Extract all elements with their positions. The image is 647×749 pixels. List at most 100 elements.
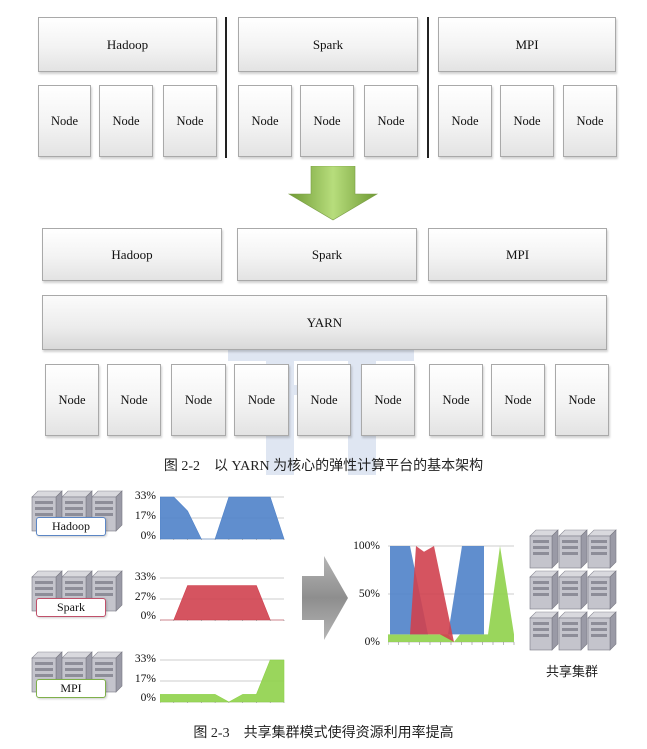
node-box: Node [555, 364, 609, 436]
tick-label: 0% [140, 692, 156, 704]
server-side [609, 529, 617, 569]
server-slot [95, 662, 113, 665]
server-slot [95, 581, 113, 584]
tick-label: 27% [134, 591, 156, 603]
node-box: Node [171, 364, 226, 436]
node-box: Node [297, 364, 351, 436]
node-label: Node [374, 392, 402, 407]
server-slot [562, 581, 578, 584]
node-box: Node [563, 85, 617, 157]
node-label: Node [313, 113, 341, 128]
server-slot [533, 634, 549, 637]
hadoop-area [448, 546, 484, 635]
server-slot [562, 628, 578, 631]
server-slot [533, 628, 549, 631]
cluster-server-icon [529, 529, 617, 651]
framework-label: Spark [311, 246, 343, 262]
usage-area [160, 585, 284, 621]
node-box: Node [234, 364, 289, 436]
right-arrow-icon [302, 556, 348, 640]
usage-area [160, 496, 285, 540]
node-label: Node [576, 113, 604, 128]
node-box: Node [107, 364, 161, 436]
server-slot [35, 513, 53, 516]
node-label: Node [251, 113, 279, 128]
server-slot [65, 668, 83, 671]
node-box: Node [438, 85, 492, 157]
framework-label: Hadoop [106, 36, 149, 52]
node-box: Node [500, 85, 554, 157]
server-unit [529, 529, 559, 569]
server-slot [65, 581, 83, 584]
node-box: Node [99, 85, 153, 157]
server-slot [95, 501, 113, 504]
shared-cluster-label: 共享集群 [546, 664, 599, 679]
tick-label: 33% [134, 490, 156, 502]
figure-caption-2-3: 图 2-3 共享集群模式使得资源利用率提高 [193, 726, 454, 741]
tick-label: 0% [364, 636, 380, 648]
mpi-area [388, 546, 514, 642]
server-unit [587, 611, 617, 651]
server-side [580, 611, 588, 651]
framework-label: MPI [505, 246, 530, 262]
separator-line [225, 17, 227, 158]
server-slot [591, 581, 607, 584]
server-slot [35, 581, 53, 584]
server-slot [533, 540, 549, 543]
server-slot [533, 546, 549, 549]
server-slot [533, 593, 549, 596]
node-label: Node [58, 392, 86, 407]
server-slot [35, 507, 53, 510]
server-side [580, 529, 588, 569]
server-slot [65, 593, 83, 596]
framework-hadoop-bottom: Hadoop [42, 228, 222, 281]
node-label: Node [247, 392, 276, 407]
server-slot [591, 634, 607, 637]
spark-area [410, 546, 454, 642]
server-side [115, 570, 123, 612]
server-unit [558, 529, 588, 569]
server-unit [587, 570, 617, 610]
node-label: Node [176, 113, 204, 128]
server-slot [591, 546, 607, 549]
framework-tag-mpi: MPI [36, 679, 106, 698]
server-slot [562, 546, 578, 549]
framework-label: Spark [312, 36, 344, 52]
yarn-layer: YARN [42, 295, 607, 350]
server-slot [591, 552, 607, 555]
server-slot [562, 540, 578, 543]
framework-spark-bottom: Spark [237, 228, 417, 281]
server-slot [35, 587, 53, 590]
node-box: Node [38, 85, 91, 157]
tick-label: 17% [134, 673, 156, 685]
server-slot [65, 662, 83, 665]
tick-label: 33% [134, 571, 156, 583]
server-slot [562, 587, 578, 590]
tick-label: 33% [134, 653, 156, 665]
node-label: Node [377, 113, 405, 128]
tick-label: 0% [140, 530, 156, 542]
server-side [551, 529, 559, 569]
tick-label: 17% [134, 510, 156, 522]
node-label: Node [120, 392, 148, 407]
server-slot [533, 587, 549, 590]
server-slot [591, 622, 607, 625]
server-slot [35, 668, 53, 671]
hadoop-usage-chart [160, 496, 285, 540]
server-slot [533, 552, 549, 555]
server-slot [35, 501, 53, 504]
node-box: Node [361, 364, 415, 436]
server-slot [35, 674, 53, 677]
server-slot [562, 634, 578, 637]
framework-label: Hadoop [111, 246, 153, 262]
framework-spark-top: Spark [238, 17, 418, 72]
server-unit [529, 611, 559, 651]
framework-mpi-top: MPI [438, 17, 616, 72]
server-side [609, 611, 617, 651]
yarn-label: YARN [306, 314, 343, 330]
server-unit [558, 570, 588, 610]
shared-cluster-usage-chart [388, 545, 515, 645]
node-box: Node [429, 364, 483, 436]
server-slot [65, 587, 83, 590]
server-slot [65, 674, 83, 677]
